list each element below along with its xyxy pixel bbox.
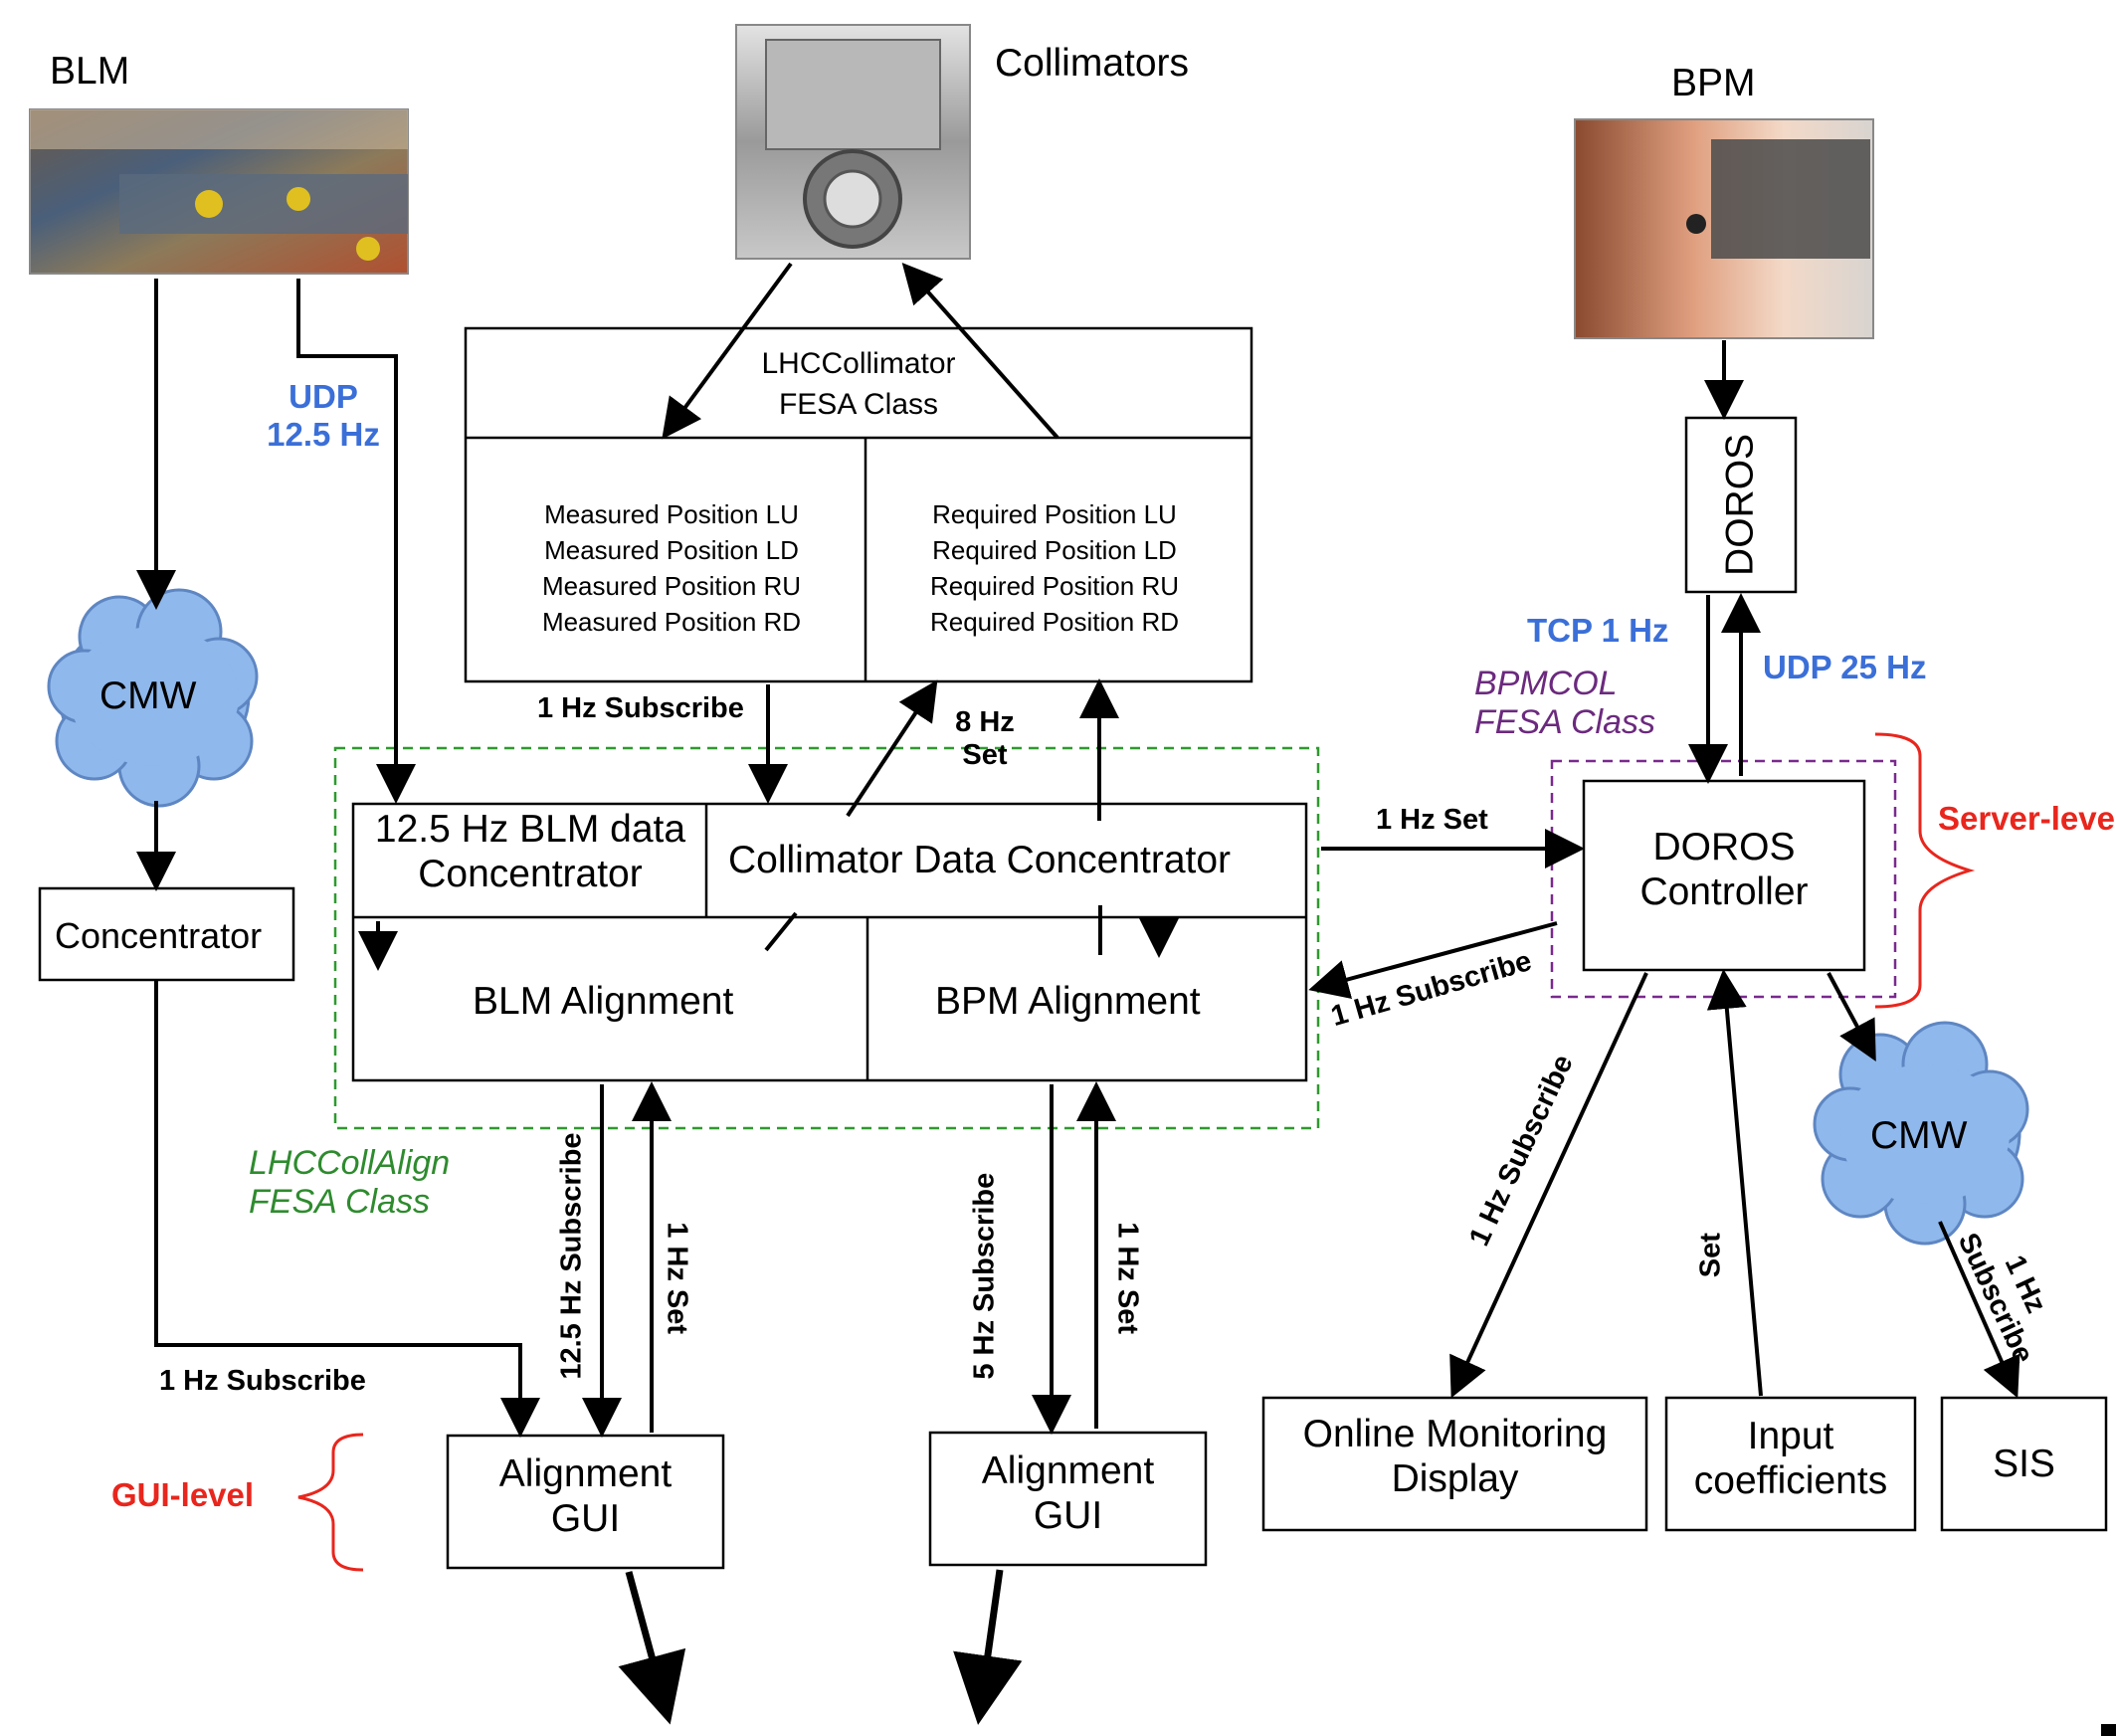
fesa-collimator-title: LHCCollimator FESA Class bbox=[665, 343, 1053, 426]
corner-mark bbox=[2101, 1724, 2116, 1736]
arrows bbox=[136, 262, 2020, 1438]
required-ld: Required Position LD bbox=[932, 534, 1177, 565]
arrow-controller-to-display bbox=[1449, 972, 1648, 1399]
blm-data-concentrator-label: 12.5 Hz BLM data Concentrator bbox=[356, 808, 704, 897]
concentrator-alignment-box bbox=[351, 802, 1308, 1082]
blm-label: BLM bbox=[50, 50, 130, 93]
arrow-8hz-set bbox=[846, 679, 938, 818]
required-lu: Required Position LU bbox=[932, 499, 1177, 529]
sis-box bbox=[1940, 1396, 2108, 1532]
tcp-label: TCP 1 Hz bbox=[1527, 612, 1669, 649]
blm-photo bbox=[29, 108, 409, 275]
gui-left-line2: GUI bbox=[550, 1496, 621, 1540]
edge-sub-1hz-collimator: 1 Hz Subscribe bbox=[537, 692, 744, 724]
cmw-left-cloud bbox=[47, 588, 259, 808]
arrow-doros-controller-to-bpm bbox=[1308, 921, 1558, 1000]
sis-label: SIS bbox=[1993, 1443, 2055, 1485]
edge-set-input: Set bbox=[1694, 1233, 1727, 1278]
udp-blm-line2: 12.5 Hz bbox=[267, 415, 380, 453]
measured-rd: Measured Position RD bbox=[541, 606, 802, 637]
required-rd: Required Position RD bbox=[929, 606, 1179, 637]
online-display-label: Online Monitoring Display bbox=[1263, 1413, 1646, 1502]
gui-right-line2: GUI bbox=[1033, 1493, 1103, 1537]
udp-blm-label: UDP 12.5 Hz bbox=[254, 378, 393, 454]
measured-list: Measured Position LU Measured Position L… bbox=[478, 497, 866, 641]
lhccollalign-dashed-box bbox=[333, 746, 1320, 1130]
doros-controller-line1: DOROS bbox=[1652, 826, 1796, 868]
server-level-label: Server-level bbox=[1938, 800, 2116, 837]
measured-lu: Measured Position LU bbox=[544, 499, 799, 529]
collimators-label: Collimators bbox=[995, 42, 1190, 85]
edge-8hz-line2: Set bbox=[962, 739, 1008, 772]
lhccollalign-line1: LHCCollAlign bbox=[249, 1144, 451, 1182]
arrow-fesa-to-collimator bbox=[901, 263, 1059, 440]
cmw-right-label: CMW bbox=[1870, 1114, 1968, 1157]
doros-label: DOROS bbox=[1718, 433, 1762, 576]
edge-sub-12-5hz: 12.5 Hz Subscribe bbox=[555, 1132, 588, 1380]
bpm-photo bbox=[1574, 118, 1874, 339]
edge-sub-1hz-concentrator: 1 Hz Subscribe bbox=[159, 1365, 366, 1397]
tick-marks bbox=[764, 905, 1102, 955]
required-list: Required Position LU Required Position L… bbox=[866, 497, 1244, 641]
bpmcol-class-label: BPMCOL FESA Class bbox=[1474, 665, 1655, 742]
collimator-photo bbox=[735, 24, 971, 260]
arrow-gui-left-out bbox=[618, 1571, 686, 1725]
edge-8hz-line1: 8 Hz bbox=[955, 706, 1015, 738]
arrow-concentrator-to-gui bbox=[154, 980, 540, 1438]
edge-sub-5hz: 5 Hz Subscribe bbox=[968, 1172, 1001, 1380]
gui-level-brace bbox=[297, 1433, 364, 1572]
edge-set-1hz-doros: 1 Hz Set bbox=[1376, 804, 1488, 836]
input-coeff-line1: Input bbox=[1747, 1415, 1834, 1457]
fesa-title-line2: FESA Class bbox=[778, 388, 939, 422]
udp-blm-line1: UDP bbox=[289, 378, 358, 415]
fesa-title-line1: LHCCollimator bbox=[761, 347, 956, 380]
input-coeff-line2: coefficients bbox=[1693, 1458, 1888, 1502]
lhccollimator-fesa-box bbox=[464, 326, 1253, 683]
bpmcol-line1: BPMCOL bbox=[1474, 665, 1618, 702]
edge-8hz-set: 8 Hz Set bbox=[945, 706, 1025, 773]
online-display-line1: Online Monitoring bbox=[1302, 1413, 1608, 1455]
gui-left-line1: Alignment bbox=[498, 1452, 673, 1495]
arrow-collimator-to-fesa bbox=[662, 262, 793, 440]
blm-alignment-label: BLM Alignment bbox=[473, 980, 734, 1023]
bpm-alignment-label: BPM Alignment bbox=[935, 980, 1201, 1023]
input-coeff-label: Input coefficients bbox=[1666, 1415, 1915, 1504]
arrow-input-to-controller bbox=[1706, 969, 1763, 1397]
bpmcol-line2: FESA Class bbox=[1474, 703, 1656, 742]
online-display-line2: Display bbox=[1391, 1456, 1519, 1500]
bpm-label: BPM bbox=[1671, 62, 1756, 104]
input-coeff-box bbox=[1664, 1396, 1917, 1532]
arrow-cmw-to-sis bbox=[1938, 1221, 2020, 1399]
cmw-left-label: CMW bbox=[99, 675, 197, 717]
measured-ru: Measured Position RU bbox=[541, 570, 802, 601]
measured-ld: Measured Position LD bbox=[544, 534, 799, 565]
output-arrows bbox=[618, 1569, 1023, 1725]
gui-right-label: Alignment GUI bbox=[930, 1449, 1206, 1539]
required-ru: Required Position RU bbox=[929, 570, 1179, 601]
blm-data-line2: Concentrator bbox=[418, 852, 643, 895]
collimator-data-concentrator-label: Collimator Data Concentrator bbox=[728, 839, 1232, 881]
edge-set-1hz-right: 1 Hz Set bbox=[1111, 1222, 1144, 1335]
concentrator-label: Concentrator bbox=[55, 915, 263, 956]
gui-right-line1: Alignment bbox=[981, 1449, 1155, 1492]
lhccollalign-line2: FESA Class bbox=[249, 1183, 431, 1222]
gui-level-label: GUI-level bbox=[111, 1476, 255, 1513]
edge-set-1hz-left: 1 Hz Set bbox=[661, 1222, 693, 1335]
arrow-gui-right-out bbox=[953, 1569, 1023, 1725]
udp-doros-label: UDP 25 Hz bbox=[1763, 649, 1927, 685]
doros-controller-line2: Controller bbox=[1639, 869, 1809, 913]
lhccollalign-class-label: LHCCollAlign FESA Class bbox=[249, 1144, 450, 1222]
blm-data-line1: 12.5 Hz BLM data bbox=[374, 808, 686, 851]
arrow-controller-to-cmw bbox=[1827, 972, 1876, 1062]
doros-controller-label: DOROS Controller bbox=[1584, 826, 1864, 915]
gui-left-label: Alignment GUI bbox=[448, 1452, 723, 1542]
server-level-brace bbox=[1874, 732, 1976, 1009]
arrow-blm-udp bbox=[296, 279, 416, 804]
